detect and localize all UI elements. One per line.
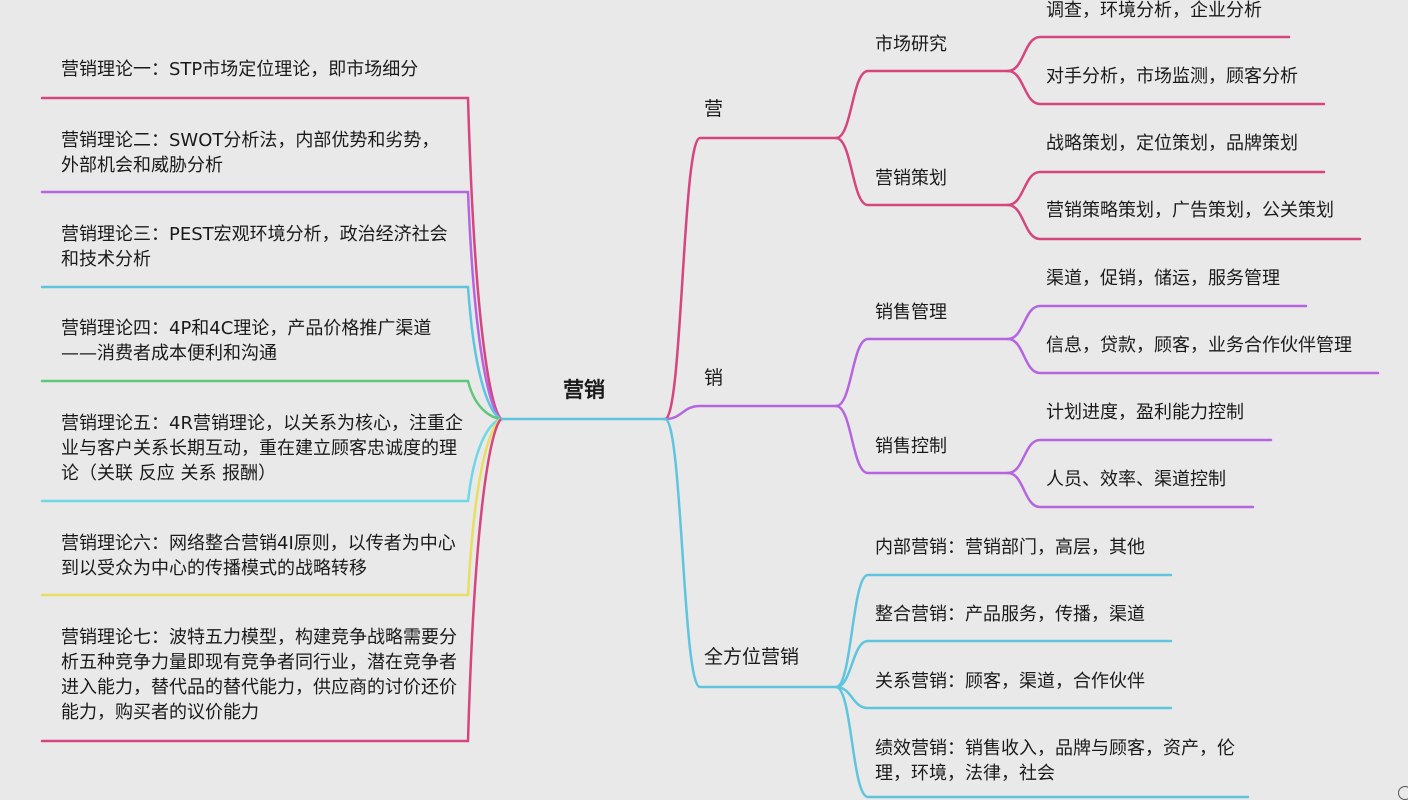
connector-leaf-marketing-planning-1 <box>1006 170 1326 207</box>
connector-leaf-internal-marketing <box>834 573 1173 689</box>
sub-sales-management: 销售管理 <box>875 302 947 323</box>
theory-node-4: 营销理论四：4P和4C理论，产品价格推广渠道——消费者成本便利和沟通 <box>61 318 432 364</box>
connector-branch-ying <box>663 136 838 421</box>
theory-node-6: 营销理论六：网络整合营销4I原则，以传者为中心到以受众为中心的传播模式的战略转移 <box>61 533 456 579</box>
connector-leaf-performance-marketing <box>834 685 1250 799</box>
sub-marketing-planning: 营销策划 <box>875 168 947 189</box>
leaf-marketing-planning-1: 战略策划，定位策划，品牌策划 <box>1046 133 1298 154</box>
connector-sub-market-research <box>834 69 1010 140</box>
leaf-sales-management-2: 信息，贷款，顾客，业务合作伙伴管理 <box>1046 335 1352 356</box>
connector-leaf-integrated-marketing <box>834 639 1173 689</box>
leaf-integrated-marketing: 整合营销：产品服务，传播，渠道 <box>875 604 1145 625</box>
theory-node-1: 营销理论一：STP市场定位理论，即市场细分 <box>61 59 419 80</box>
root-node: 营销 <box>563 378 605 402</box>
leaf-market-research-1: 调查，环境分析，企业分析 <box>1046 0 1262 21</box>
leaf-sales-management-1: 渠道，促销，储运，服务管理 <box>1046 268 1280 289</box>
leaf-sales-control-1: 计划进度，盈利能力控制 <box>1046 402 1244 423</box>
connector-branch-quanfangwei <box>663 417 838 689</box>
theory-node-3: 营销理论三：PEST宏观环境分析，政治经济社会和技术分析 <box>61 224 448 270</box>
leaf-performance-marketing: 绩效营销：销售收入，品牌与顾客，资产，伦理，环境，法律，社会 <box>875 738 1235 784</box>
branch-xiao: 销 <box>704 367 724 389</box>
sub-sales-control: 销售控制 <box>875 436 947 457</box>
leaf-market-research-2: 对手分析，市场监测，顾客分析 <box>1046 66 1298 87</box>
connector-sub-sales-management <box>834 337 1010 408</box>
leaf-sales-control-2: 人员、效率、渠道控制 <box>1046 469 1226 490</box>
leaf-internal-marketing: 内部营销：营销部门，高层，其他 <box>875 537 1145 558</box>
connector-leaf-marketing-planning-2 <box>1006 203 1362 241</box>
connector-leaf-market-research-2 <box>1006 69 1326 106</box>
connector-sub-marketing-planning <box>834 136 1010 207</box>
connector-branch-xiao <box>663 404 838 421</box>
branch-ying: 营 <box>704 98 724 120</box>
branch-quanfangwei: 全方位营销 <box>704 646 800 668</box>
theory-node-2: 营销理论二：SWOT分析法，内部优势和劣势，外部机会和威胁分析 <box>61 130 440 176</box>
connector-sub-sales-control <box>834 404 1010 475</box>
leaf-marketing-planning-2: 营销策略策划，广告策划，公关策划 <box>1046 200 1334 221</box>
sub-market-research: 市场研究 <box>875 34 947 55</box>
connector-leaf-market-research-1 <box>1006 35 1291 73</box>
connector-theory-7 <box>40 417 504 743</box>
corner-circle-icon <box>1398 786 1408 800</box>
connector-leaf-sales-management-1 <box>1006 304 1308 341</box>
connector-leaf-sales-management-2 <box>1006 337 1380 375</box>
connector-leaf-sales-control-2 <box>1006 471 1255 509</box>
connector-leaf-relationship-marketing <box>834 685 1173 710</box>
leaf-relationship-marketing: 关系营销：顾客，渠道，合作伙伴 <box>875 671 1145 692</box>
theory-node-5: 营销理论五：4R营销理论，以关系为核心，注重企业与客户关系长期互动，重在建立顾客… <box>61 413 463 484</box>
theory-node-7: 营销理论七：波特五力模型，构建竞争战略需要分析五种竞争力量即现有竞争者同行业，潜… <box>61 627 457 723</box>
connector-leaf-sales-control-1 <box>1006 438 1273 475</box>
